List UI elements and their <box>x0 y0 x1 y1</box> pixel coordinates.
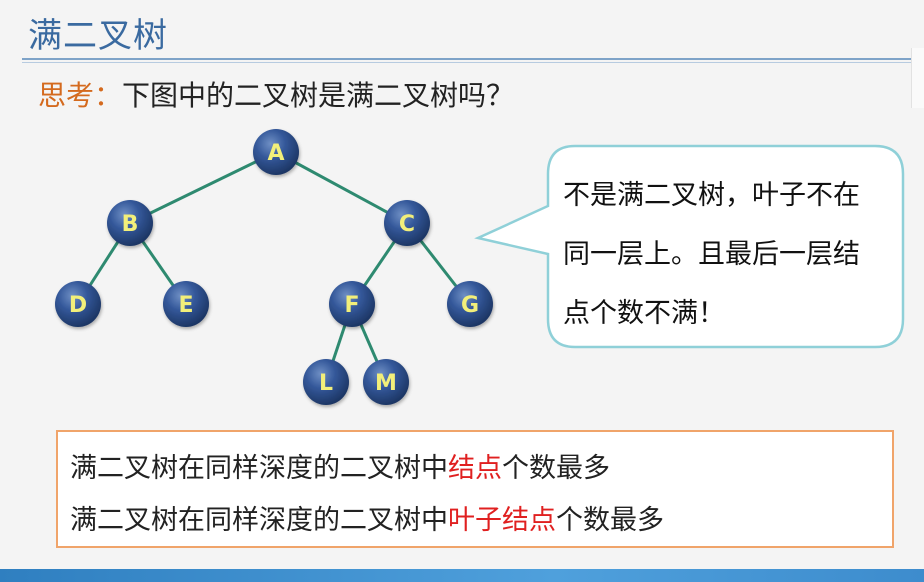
summary-line-1-before: 满二叉树在同样深度的二叉树中 <box>70 453 448 484</box>
summary-line-2-after: 个数最多 <box>556 505 664 536</box>
bottom-bar <box>0 569 924 582</box>
tree-node-label: A <box>267 141 284 166</box>
title-divider <box>22 58 922 60</box>
summary-line-2-highlight: 叶子结点 <box>448 505 556 536</box>
tree-edge-A-C <box>275 150 408 225</box>
summary-line-2-before: 满二叉树在同样深度的二叉树中 <box>70 505 448 536</box>
tree-edge-A-B <box>129 150 277 225</box>
question-prefix: 思考： <box>38 79 123 112</box>
callout-bubble <box>474 144 905 349</box>
tree-node-label: B <box>122 212 139 237</box>
tree-node-label: M <box>375 371 397 396</box>
tree-node-label: C <box>399 212 415 237</box>
tree-node-label: F <box>344 293 359 318</box>
tree-node-F: F <box>329 281 375 327</box>
tree-node-D: D <box>55 281 101 327</box>
tree-node-B: B <box>107 200 153 246</box>
side-strip <box>911 48 924 108</box>
tree-node-label: D <box>69 293 87 318</box>
question-text: 下图中的二叉树是满二叉树吗？ <box>122 79 515 112</box>
title-divider-secondary <box>22 62 922 63</box>
tree-node-M: M <box>363 359 409 405</box>
tree-node-circle <box>363 359 409 405</box>
tree-node-G: G <box>447 281 493 327</box>
tree-node-circle <box>303 359 349 405</box>
summary-line-1-highlight: 结点 <box>448 453 502 484</box>
tree-node-circle <box>253 129 299 175</box>
tree-node-label: L <box>319 371 333 396</box>
tree-node-circle <box>55 281 101 327</box>
tree-node-label: G <box>461 293 479 318</box>
summary-line-1: 满二叉树在同样深度的二叉树中结点个数最多 <box>70 446 610 485</box>
summary-line-1-after: 个数最多 <box>502 453 610 484</box>
tree-node-circle <box>384 200 430 246</box>
slide-title: 满二叉树 <box>28 16 168 56</box>
summary-line-2: 满二叉树在同样深度的二叉树中叶子结点个数最多 <box>70 498 664 537</box>
tree-node-circle <box>329 281 375 327</box>
question: 思考：下图中的二叉树是满二叉树吗？ <box>38 74 514 114</box>
summary-box: 满二叉树在同样深度的二叉树中结点个数最多 满二叉树在同样深度的二叉树中叶子结点个… <box>56 430 894 548</box>
tree-node-L: L <box>303 359 349 405</box>
tree-node-circle <box>447 281 493 327</box>
tree-node-A: A <box>253 129 299 175</box>
tree-node-label: E <box>178 293 193 318</box>
tree-node-circle <box>107 200 153 246</box>
tree-node-E: E <box>163 281 209 327</box>
tree-node-circle <box>163 281 209 327</box>
tree-node-C: C <box>384 200 430 246</box>
callout-text: 不是满二叉树，叶子不在同一层上。且最后一层结点个数不满！ <box>563 180 860 329</box>
